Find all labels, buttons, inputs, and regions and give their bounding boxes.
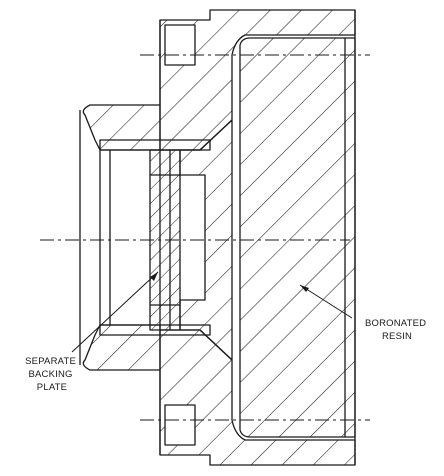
outer-outline: [159, 10, 356, 465]
label-boronated-resin: BORONATED RESIN: [365, 318, 429, 342]
collar-top: [82, 104, 161, 151]
label-backing-plate: SEPARATE BACKING PLATE: [25, 356, 79, 393]
leader-backing-plate: [71, 271, 159, 353]
boronated-resin-block: [239, 37, 356, 438]
bolt-pocket-top: [164, 24, 196, 66]
housing-bottom-section: [159, 329, 356, 466]
collar-bottom: [82, 324, 161, 371]
leader-resin: [299, 284, 353, 319]
bolt-pocket-bottom: [164, 404, 196, 446]
housing-mid-section: [179, 119, 233, 361]
